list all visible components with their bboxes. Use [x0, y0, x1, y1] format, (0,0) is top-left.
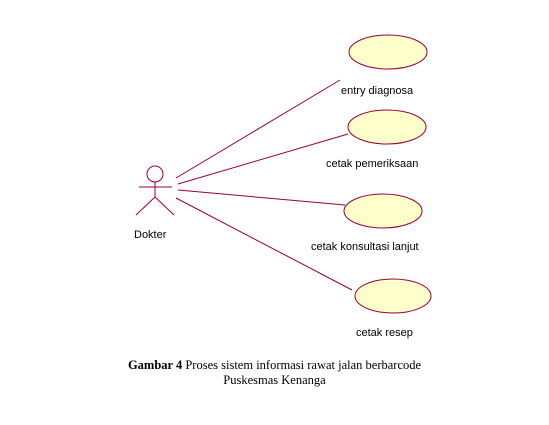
actor-dokter[interactable]: [135, 165, 175, 216]
caption-title: Proses sistem informasi rawat jalan berb…: [185, 358, 422, 372]
use-case-label-cetak-resep: cetak resep: [356, 327, 413, 339]
use-case-cetak-konsultasi-lanjut[interactable]: [343, 193, 423, 229]
use-case-label-cetak-konsultasi-lanjut: cetak konsultasi lanjut: [311, 241, 419, 253]
use-case-label-entry-diagnosa: entry diagnosa: [341, 85, 414, 97]
use-case-cetak-pemeriksaan[interactable]: [347, 109, 427, 145]
use-case-cetak-resep[interactable]: [354, 278, 432, 314]
association-line-cetak-resep: [175, 197, 353, 291]
use-case-label-cetak-pemeriksaan: cetak pemeriksaan: [326, 158, 418, 170]
actor-left-leg: [135, 196, 156, 216]
caption-line-2: Puskesmas Kenanga: [223, 373, 326, 387]
use-case-entry-diagnosa[interactable]: [348, 34, 428, 70]
actor-right-leg: [154, 196, 175, 216]
caption-prefix: Gambar 4: [127, 358, 183, 372]
actor-head: [146, 165, 164, 183]
association-line-cetak-pemeriksaan: [177, 133, 349, 185]
association-line-entry-diagnosa: [175, 79, 341, 179]
caption-line-1: Gambar 4 Proses sistem informasi rawat j…: [0, 358, 549, 373]
actor-label: Dokter: [134, 229, 167, 241]
association-line-cetak-konsultasi-lanjut: [177, 189, 346, 206]
figure-caption: Gambar 4 Proses sistem informasi rawat j…: [0, 358, 549, 388]
